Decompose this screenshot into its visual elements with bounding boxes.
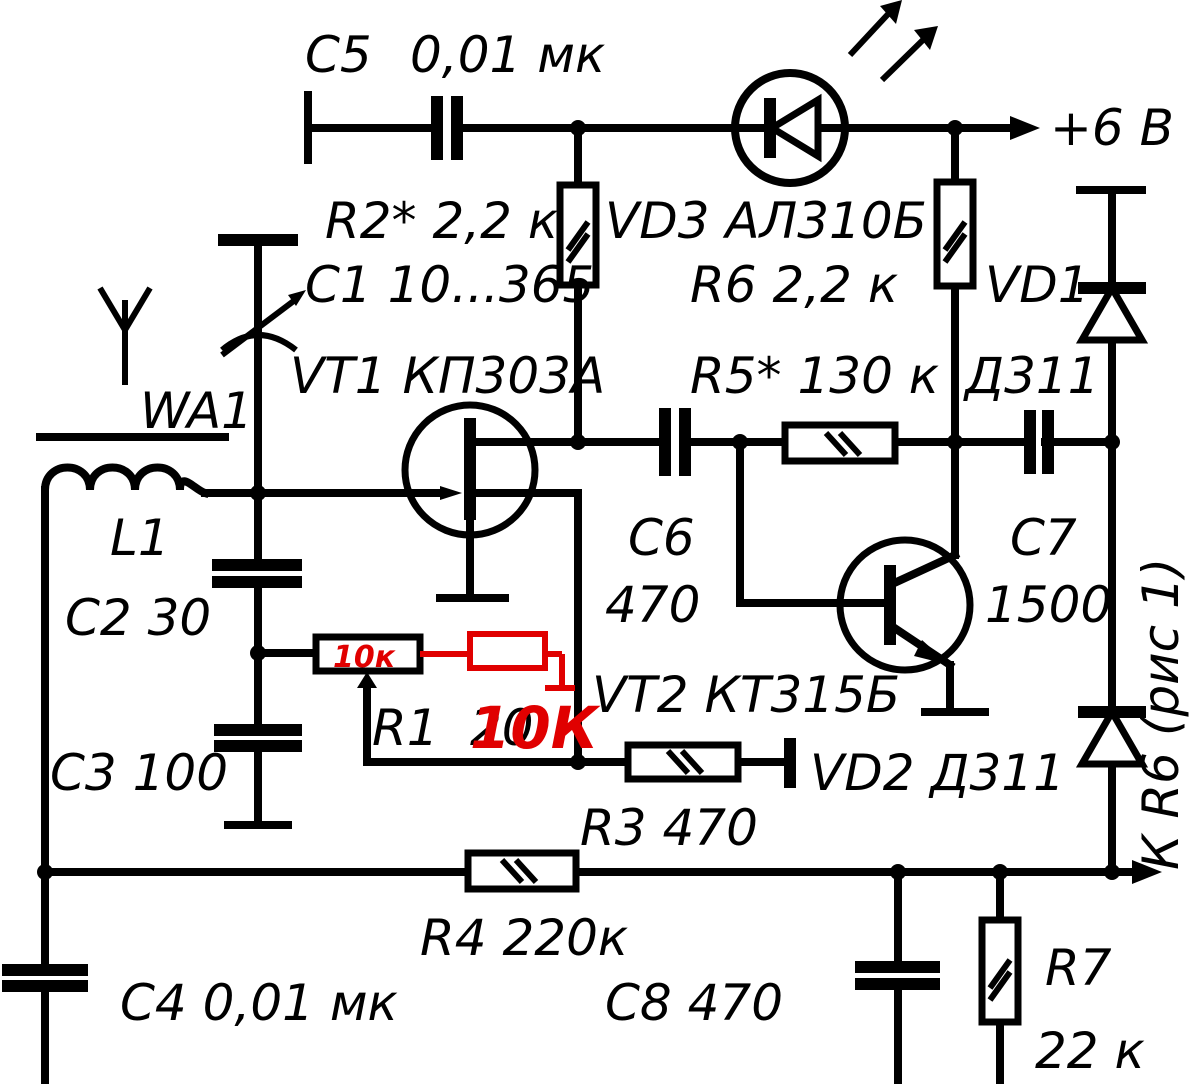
- red-label-large: 10К: [470, 694, 601, 762]
- resistor-r2: [556, 181, 600, 289]
- diode-vd2-right: [1075, 704, 1149, 768]
- resistor-r5: [781, 421, 899, 465]
- led-vd3: [731, 0, 938, 187]
- label-r7: R7: [1045, 939, 1112, 997]
- label-wa1: WA1: [140, 382, 253, 440]
- capacitor-c6: [659, 408, 691, 476]
- label-vd1-type: Д311: [963, 347, 1100, 405]
- resistor-r7: [978, 916, 1022, 1026]
- capacitor-c2: [212, 559, 302, 588]
- resistor-r3: [624, 741, 742, 783]
- label-c6: C6: [628, 509, 695, 567]
- resistor-r6: [933, 178, 977, 290]
- label-r5: R5* 130 к: [690, 347, 939, 405]
- label-vd2: VD2 Д311: [810, 744, 1065, 802]
- capacitor-c4: [2, 964, 88, 992]
- transistor-vt2: [836, 536, 974, 674]
- red-added-resistor: [420, 631, 575, 691]
- label-c5: C5: [305, 26, 372, 84]
- label-c5-value: 0,01 мк: [410, 26, 605, 84]
- transistor-vt1: [401, 401, 539, 539]
- red-label-small: 10к: [333, 640, 396, 675]
- label-c1: C1 10...365: [305, 256, 594, 314]
- resistor-r4: [464, 849, 580, 893]
- capacitor-c3: [214, 724, 302, 752]
- label-c7-value: 1500: [985, 576, 1112, 634]
- label-l1: L1: [110, 509, 170, 567]
- component-labels: C5 0,01 мк +6 В R2* 2,2 к VD3 АЛ310Б C1 …: [50, 26, 1190, 1080]
- label-c7: C7: [1010, 509, 1077, 567]
- label-r2: R2* 2,2 к: [325, 192, 558, 250]
- diode-vd1: [1075, 280, 1149, 344]
- inductor-l1: [40, 463, 210, 498]
- label-r6: R6 2,2 к: [690, 256, 898, 314]
- capacitor-c1-variable: [218, 234, 306, 358]
- label-supply: +6 В: [1050, 99, 1174, 157]
- label-c8: C8 470: [605, 974, 783, 1032]
- label-c2: C2 30: [65, 589, 211, 647]
- label-r1: R1: [372, 699, 439, 757]
- capacitor-c7: [1024, 410, 1054, 474]
- label-vd1: VD1: [985, 256, 1090, 314]
- label-r3: R3 470: [580, 799, 758, 857]
- label-r1-value: 20: [470, 699, 534, 757]
- label-r7-value: 22 к: [1035, 1022, 1145, 1080]
- antenna-icon: [97, 286, 153, 385]
- label-vt1: VT1 КП303А: [290, 347, 605, 405]
- label-to-r6: К R6 (рис 1): [1132, 558, 1190, 870]
- label-c6-value: 470: [605, 576, 700, 634]
- label-vd3: VD3 АЛ310Б: [605, 192, 927, 250]
- capacitor-c8: [855, 961, 940, 990]
- label-c4: C4 0,01 мк: [120, 974, 398, 1032]
- label-r4: R4 220к: [420, 909, 628, 967]
- junction-dots: [37, 120, 1120, 880]
- capacitor-c5: [431, 96, 463, 160]
- label-c3: C3 100: [50, 744, 228, 802]
- label-vt2: VT2 КТ315Б: [592, 666, 900, 724]
